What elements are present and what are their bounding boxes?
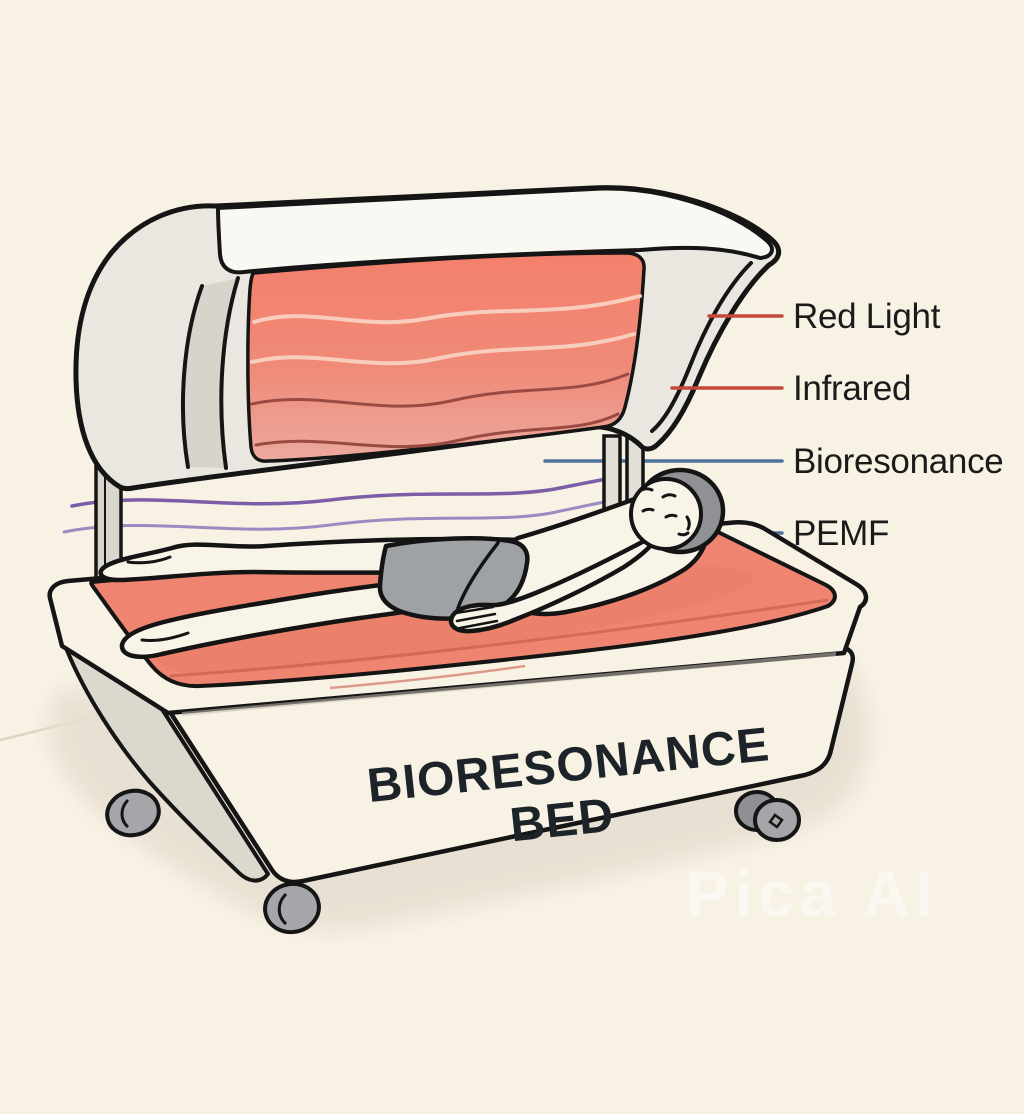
label-red-light: Red Light	[793, 297, 941, 336]
nose	[685, 515, 691, 531]
purple-wave-icon	[62, 499, 612, 534]
light-wave-icon	[252, 294, 642, 325]
canopy	[73, 185, 782, 492]
closed-eye	[641, 507, 655, 513]
canopy-arm-line	[180, 284, 204, 469]
label-infrared: Infrared	[793, 369, 911, 408]
mouth	[677, 531, 690, 537]
dark-wave-icon	[250, 372, 630, 408]
mattress-fold-line	[329, 664, 526, 690]
wheel	[105, 788, 161, 838]
eyebrow	[661, 493, 677, 499]
hand-fingers	[454, 605, 499, 630]
arm	[448, 537, 655, 634]
wheel	[263, 881, 321, 935]
dark-wave-icon	[254, 412, 620, 449]
watermark-text: Pica AI	[686, 858, 939, 930]
ankle-line	[126, 555, 172, 565]
wheel-detail	[768, 813, 784, 829]
label-pemf: PEMF	[793, 514, 889, 553]
callout-labels: Red Light Infrared Bioresonance PEMF	[793, 297, 1004, 553]
caster-wheels	[105, 788, 801, 935]
wheel	[753, 798, 801, 842]
ankle-line	[140, 631, 190, 642]
rim-shadow-line	[181, 652, 837, 716]
shorts-seam	[456, 541, 500, 610]
face	[629, 477, 703, 551]
patient-figure	[98, 467, 726, 659]
canopy-arm-line	[219, 276, 240, 470]
canopy-top-band	[216, 186, 774, 275]
light-wave-icon	[250, 332, 636, 366]
wheel-detail	[277, 892, 288, 926]
face-features	[638, 487, 691, 537]
mattress-fold-line	[169, 598, 829, 678]
canopy-frame-line	[650, 261, 753, 433]
wheel-detail	[120, 798, 130, 829]
purple-wave-icon	[70, 475, 620, 508]
bioresonance-waves	[62, 475, 620, 534]
bed-front-panel	[167, 645, 855, 885]
eyebrow	[638, 487, 654, 493]
label-bioresonance: Bioresonance	[793, 442, 1003, 481]
bed-name-line2: BED	[507, 789, 616, 853]
canopy-arm-band	[182, 278, 238, 468]
closed-eye	[664, 513, 678, 519]
panel-waves	[250, 294, 642, 449]
